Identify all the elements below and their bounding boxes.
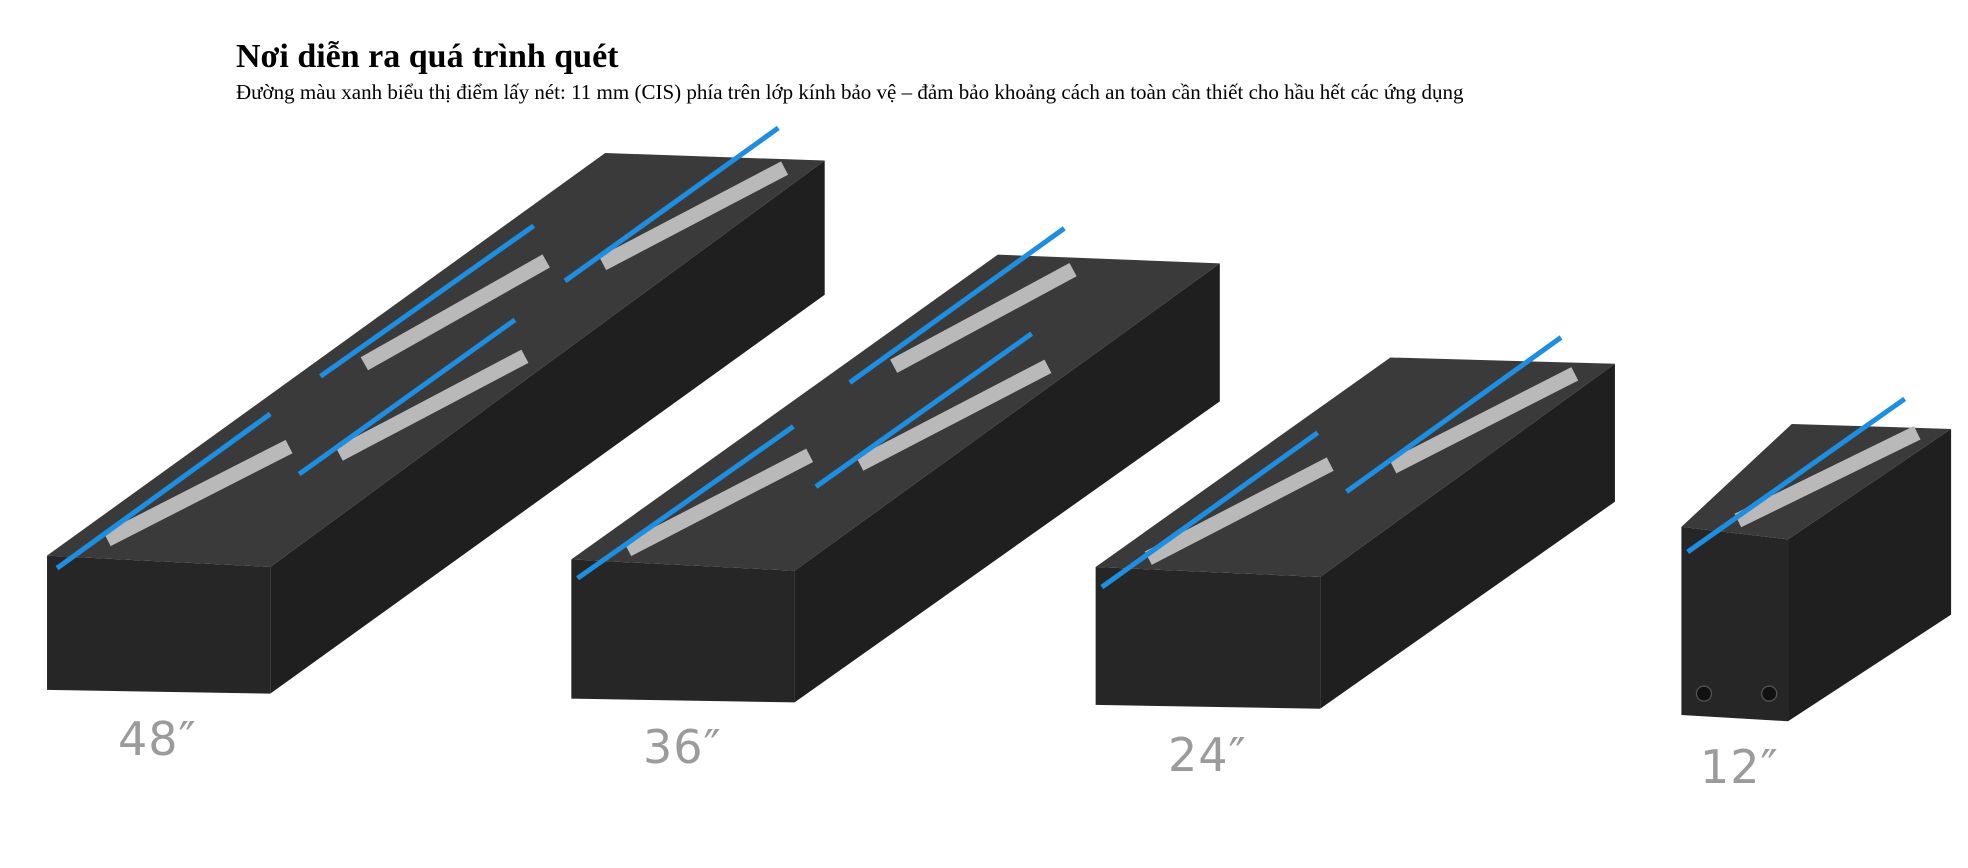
size-label-36: 36″	[643, 720, 722, 774]
page-subtitle: Đường màu xanh biểu thị điểm lấy nét: 11…	[236, 80, 1464, 104]
scanner-12	[1681, 396, 1952, 722]
size-label-24: 24″	[1168, 728, 1247, 782]
size-label-12: 12″	[1700, 740, 1779, 794]
page-title: Nơi diễn ra quá trình quét	[236, 38, 619, 75]
scanner-36	[571, 226, 1220, 703]
scanner-48	[47, 125, 825, 694]
scanner-24	[1095, 335, 1615, 709]
size-label-48: 48″	[118, 712, 197, 766]
